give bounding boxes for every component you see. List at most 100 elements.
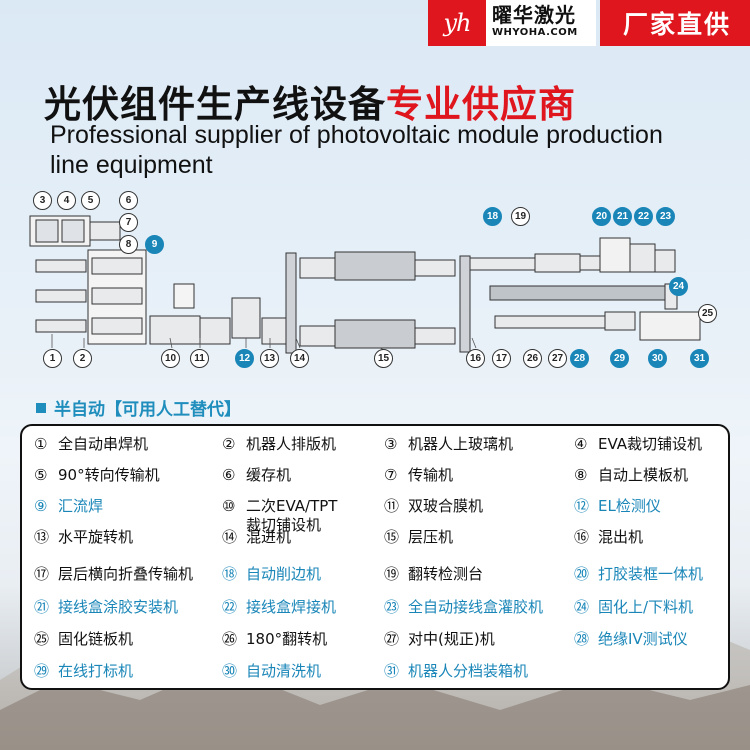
legend-item-label: 水平旋转机 [58,528,134,546]
diagram-marker-19: 19 [511,207,530,226]
legend-item-label: 对中(规正)机 [408,630,495,648]
legend-item: ⑤ 90°转向传输机 [34,466,160,485]
legend-item-number: ② [222,435,236,453]
diagram-marker-12: 12 [235,349,254,368]
diagram-marker-8: 8 [119,235,138,254]
diagram-marker-6: 6 [119,191,138,210]
legend-item-label: 90°转向传输机 [58,466,160,484]
diagram-marker-14: 14 [290,349,309,368]
legend-item-label: 混出机 [598,528,644,546]
section-label-square-icon [36,402,46,413]
legend-item: ⑰ 层后横向折叠传输机 [34,565,193,584]
page-title-en: Professional supplier of photovoltaic mo… [50,121,663,179]
legend-item-number: ⑤ [34,466,48,484]
legend-item-label: 传输机 [408,466,454,484]
diagram-marker-18: 18 [483,207,502,226]
legend-item-label: EL检测仪 [598,497,661,515]
diagram-marker-15: 15 [374,349,393,368]
legend-item-label: 全自动串焊机 [58,435,149,453]
diagram-marker-23: 23 [656,207,675,226]
legend-item-number: ④ [574,435,588,453]
diagram-marker-17: 17 [492,349,511,368]
legend-item-label: 180°翻转机 [246,630,328,648]
diagram-marker-16: 16 [466,349,485,368]
legend-item-number: ⑭ [222,528,238,546]
legend-item-number: ③ [384,435,398,453]
legend-item-label: 缓存机 [246,466,292,484]
legend-item-number: ⑯ [574,528,590,546]
legend-item: ① 全自动串焊机 [34,435,148,454]
diagram-marker-22: 22 [634,207,653,226]
diagram-marker-13: 13 [260,349,279,368]
legend-item-number: ㉕ [34,630,50,648]
diagram-marker-20: 20 [592,207,611,226]
legend-item-number: ㉑ [34,598,50,616]
diagram-marker-4: 4 [57,191,76,210]
legend-item-number: ⑰ [34,565,50,583]
legend-item-number: ㉙ [34,662,50,680]
title-cn-main: 光伏组件生产线设备 [44,83,386,126]
legend-item-number: ⑥ [222,466,236,484]
legend-item-label: 混进机 [246,528,292,546]
legend-item-label: 在线打标机 [58,662,134,680]
legend-item-number: ㉓ [384,598,400,616]
diagram-marker-26: 26 [523,349,542,368]
legend-item-label: 接线盒涂胶安装机 [58,598,179,616]
legend-item-number: ㉖ [222,630,238,648]
legend-item-number: ⑦ [384,466,398,484]
legend-item-label: 自动削边机 [246,565,322,583]
legend-item-number: ⑲ [384,565,400,583]
brand-tagline-badge: 厂家直供 [600,0,750,46]
legend-item-label: 打胶装框一体机 [598,565,704,583]
diagram-marker-30: 30 [648,349,667,368]
legend-item-number: ① [34,435,48,453]
legend-item-label: 自动清洗机 [246,662,322,680]
section-label: 半自动【可用人工替代】 [36,395,241,420]
diagram-marker-3: 3 [33,191,52,210]
legend-item: ⑱ 自动削边机 [222,565,321,584]
legend-item: ⑳ 打胶装框一体机 [574,565,703,584]
legend-item-label: 自动上模板机 [598,466,689,484]
legend-item: ⑯ 混出机 [574,528,643,547]
legend-item-number: ㉚ [222,662,238,680]
diagram-marker-24: 24 [669,277,688,296]
legend-item-number: ⑨ [34,497,48,515]
legend-item-label: 固化上/下料机 [598,598,694,616]
section-label-text: 半自动【可用人工替代】 [54,400,241,420]
legend-item-number: ⑬ [34,528,50,546]
production-line-drawing [29,215,701,354]
diagram-marker-1: 1 [43,349,62,368]
brand-name-block: 曜华激光 WHYOHA.COM [486,0,596,46]
legend-item-number: ㉘ [574,630,590,648]
legend-item: ⑦ 传输机 [384,466,453,485]
legend-item-number: ㉗ [384,630,400,648]
legend-item-label: 全自动接线盒灌胶机 [408,598,544,616]
legend-item-label: 层后横向折叠传输机 [58,565,194,583]
diagram-marker-11: 11 [190,349,209,368]
diagram-marker-5: 5 [81,191,100,210]
legend-item-number: ㉔ [574,598,590,616]
diagram-marker-29: 29 [610,349,629,368]
legend-item-label: 固化链板机 [58,630,134,648]
legend-item-label: 翻转检测台 [408,565,484,583]
legend-item-number: ⑱ [222,565,238,583]
legend-item-number: ⑩ [222,497,236,515]
legend-item-number: ⑳ [574,565,590,583]
diagram-marker-7: 7 [119,213,138,232]
diagram-marker-2: 2 [73,349,92,368]
brand-tagline: 厂家直供 [622,10,731,39]
legend-item-number: ㉛ [384,662,400,680]
diagram-marker-9: 9 [145,235,164,254]
